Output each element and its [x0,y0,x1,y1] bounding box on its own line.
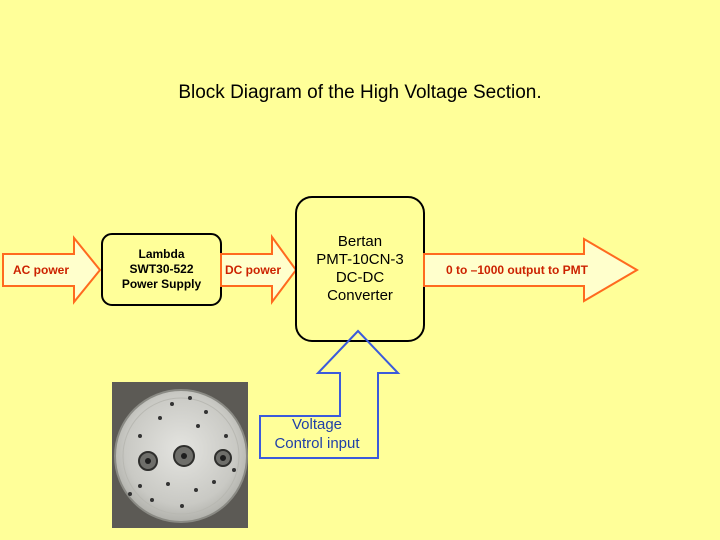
converter-photo [112,382,248,528]
control-input-line-2: Control input [274,435,360,452]
ac-power-label: AC power [13,263,70,277]
dc-power-label: DC power [225,263,282,277]
control-input-line-1: Voltage [291,416,343,433]
diagram-title: Block Diagram of the High Voltage Sectio… [178,82,542,103]
control-input-label: Voltage Control input [262,415,372,453]
converter-line-4: Converter [327,287,393,304]
output-label: 0 to –1000 output to PMT [446,263,589,277]
converter-label: Bertan PMT-10CN-3 DC-DC Converter [296,233,424,305]
power-supply-line-1: Lambda [138,247,185,261]
converter-line-2: PMT-10CN-3 [316,251,404,268]
converter-line-1: Bertan [337,233,383,250]
ac-power-arrow [2,235,102,305]
control-input-arrow [259,329,401,459]
power-supply-line-3: Power Supply [121,277,202,291]
dc-power-arrow [220,233,298,305]
power-supply-label: Lambda SWT30-522 Power Supply [102,247,221,292]
converter-line-3: DC-DC [335,269,385,286]
power-supply-line-2: SWT30-522 [129,262,194,276]
output-arrow [423,237,639,303]
